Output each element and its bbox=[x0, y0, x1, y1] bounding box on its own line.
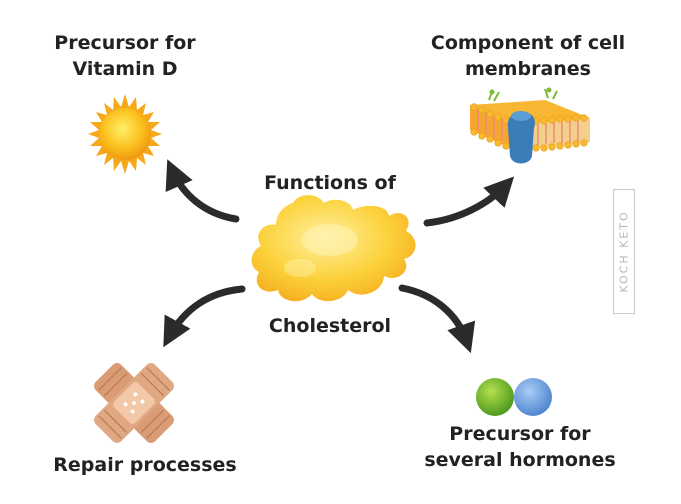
sun-icon bbox=[88, 94, 162, 174]
membranes-label: Component of cell membranes bbox=[408, 30, 648, 82]
center-title-line2: Cholesterol bbox=[268, 315, 392, 337]
hormones-label-line2: several hormones bbox=[424, 449, 616, 471]
arrow-to-hormones bbox=[398, 284, 476, 354]
hormones-label-line1: Precursor for bbox=[449, 423, 591, 445]
arrows bbox=[163, 159, 515, 354]
repair-label: Repair processes bbox=[53, 454, 237, 476]
vitamin-d-label: Precursor for Vitamin D bbox=[30, 30, 220, 82]
vitamin-d-label-line2: Vitamin D bbox=[72, 58, 178, 80]
arrow-to-repair bbox=[163, 285, 246, 348]
arrow-to-vitamin-d bbox=[165, 159, 240, 223]
watermark-text: KOCH KETO bbox=[617, 210, 631, 293]
membranes-label-line1: Component of cell bbox=[430, 32, 626, 54]
vitamin-d-label-line1: Precursor for bbox=[54, 32, 196, 54]
membranes-label-line2: membranes bbox=[465, 58, 591, 80]
hormone-molecules-icon bbox=[476, 378, 552, 416]
cholesterol-blob bbox=[251, 195, 416, 302]
cell-membrane-icon bbox=[470, 87, 590, 164]
center-title-line1: Functions of bbox=[264, 172, 396, 194]
arrow-to-membranes bbox=[423, 176, 515, 227]
hormones-label: Precursor for several hormones bbox=[400, 421, 640, 473]
bandage-icon bbox=[94, 363, 174, 443]
watermark: KOCH KETO bbox=[613, 189, 635, 314]
